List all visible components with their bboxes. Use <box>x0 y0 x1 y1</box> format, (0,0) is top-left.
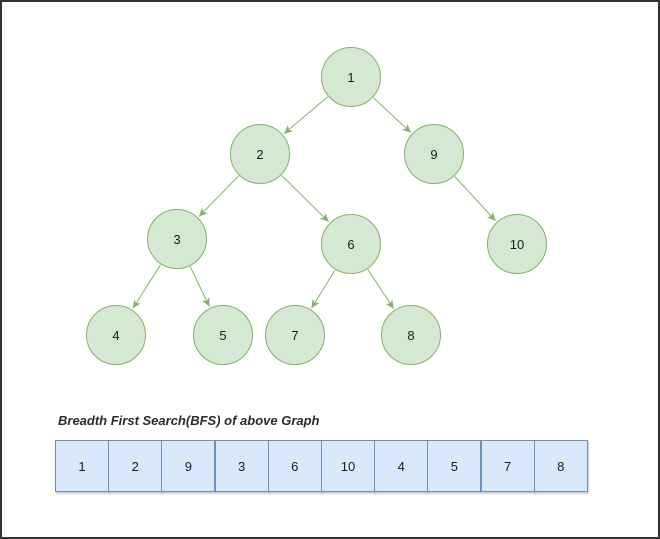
bfs-cell-1: 1 <box>55 440 109 492</box>
tree-node-1: 1 <box>321 47 381 107</box>
bfs-cell-6: 6 <box>267 440 322 492</box>
tree-edge <box>189 266 210 307</box>
tree-edge <box>373 97 412 133</box>
bfs-cell-5: 5 <box>427 440 482 492</box>
bfs-cell-8: 8 <box>533 440 588 492</box>
tree-node-7: 7 <box>265 305 325 365</box>
tree-node-4: 4 <box>86 305 146 365</box>
bfs-cell-3: 3 <box>214 440 269 492</box>
tree-node-6: 6 <box>321 214 381 274</box>
tree-node-3: 3 <box>147 209 207 269</box>
tree-node-10: 10 <box>487 214 547 274</box>
tree-edge <box>281 175 329 223</box>
tree-node-2: 2 <box>230 124 290 184</box>
bfs-cell-7: 7 <box>480 440 535 492</box>
tree-edge <box>132 264 162 309</box>
tree-node-5: 5 <box>193 305 253 365</box>
bfs-cell-9: 9 <box>161 440 216 492</box>
tree-edge <box>367 269 395 309</box>
tree-node-9: 9 <box>404 124 464 184</box>
tree-edge <box>198 175 240 217</box>
tree-node-8: 8 <box>381 305 441 365</box>
bfs-cell-4: 4 <box>374 440 429 492</box>
figure-caption: Breadth First Search(BFS) of above Graph <box>58 413 320 428</box>
tree-edge <box>283 96 329 135</box>
bfs-cell-2: 2 <box>108 440 163 492</box>
tree-edge <box>454 176 496 222</box>
bfs-cell-10: 10 <box>321 440 375 492</box>
tree-edge <box>311 269 336 309</box>
